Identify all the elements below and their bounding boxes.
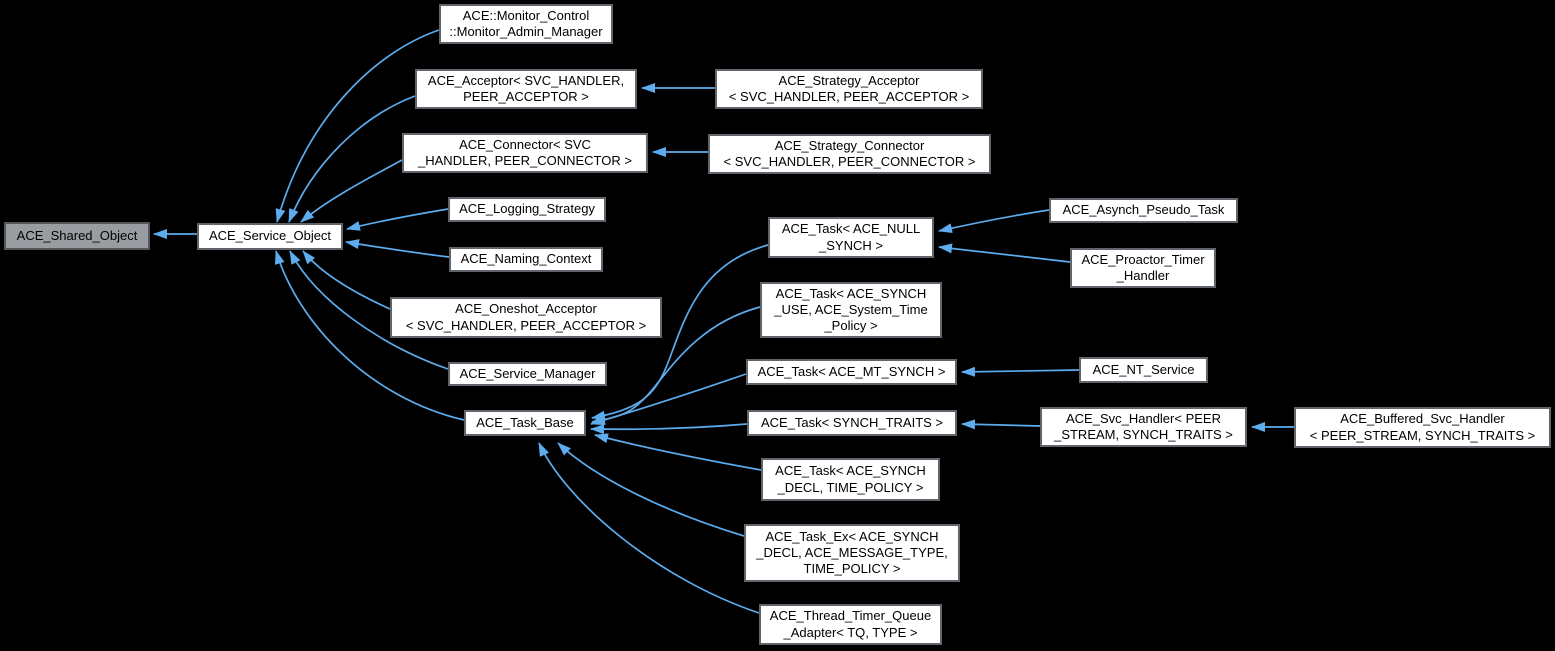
node-ace-buffered-svc-handler[interactable]: ACE_Buffered_Svc_Handler < PEER_STREAM, … xyxy=(1294,407,1551,448)
node-ace-connector[interactable]: ACE_Connector< SVC _HANDLER, PEER_CONNEC… xyxy=(402,133,648,173)
node-ace-proactor-timer-handler[interactable]: ACE_Proactor_Timer _Handler xyxy=(1070,248,1216,288)
edge-task-mt-synch-to-task-base xyxy=(590,373,747,426)
edge-task-synch-traits-to-task-base xyxy=(590,423,748,435)
node-ace-svc-handler[interactable]: ACE_Svc_Handler< PEER _STREAM, SYNCH_TRA… xyxy=(1040,407,1247,447)
node-ace-service-object[interactable]: ACE_Service_Object xyxy=(197,223,343,250)
edge-thread-timer-queue-adapter-to-task-base xyxy=(538,442,760,614)
edge-asynch-pseudo-task-to-task-null-synch xyxy=(938,209,1050,234)
node-ace-thread-timer-queue-adapter[interactable]: ACE_Thread_Timer_Queue _Adapter< TQ, TYP… xyxy=(759,604,942,645)
edge-logging-strategy-to-service-object xyxy=(346,208,449,231)
node-ace-task-synch-decl-time-policy[interactable]: ACE_Task< ACE_SYNCH _DECL, TIME_POLICY > xyxy=(761,458,940,501)
edge-oneshot-acceptor-to-service-object xyxy=(302,250,391,310)
node-ace-oneshot-acceptor[interactable]: ACE_Oneshot_Acceptor < SVC_HANDLER, PEER… xyxy=(390,297,662,338)
edge-naming-context-to-service-object xyxy=(345,239,450,258)
edge-task-synch-decl-to-task-base xyxy=(594,433,762,471)
node-ace-naming-context[interactable]: ACE_Naming_Context xyxy=(449,247,603,272)
node-ace-nt-service[interactable]: ACE_NT_Service xyxy=(1079,357,1208,383)
edge-connector-to-service-object xyxy=(300,159,403,223)
edge-acceptor-to-service-object xyxy=(288,95,416,223)
edge-task-ex-to-task-base xyxy=(557,442,745,537)
edge-svc-handler-to-task-synch-traits xyxy=(961,419,1041,430)
node-ace-task-base[interactable]: ACE_Task_Base xyxy=(464,410,586,436)
node-ace-strategy-connector[interactable]: ACE_Strategy_Connector < SVC_HANDLER, PE… xyxy=(708,134,991,174)
edge-proactor-timer-to-task-null-synch xyxy=(938,243,1071,263)
node-ace-monitor-admin-manager[interactable]: ACE::Monitor_Control ::Monitor_Admin_Man… xyxy=(439,4,613,44)
node-ace-logging-strategy[interactable]: ACE_Logging_Strategy xyxy=(448,197,606,222)
node-ace-service-manager[interactable]: ACE_Service_Manager xyxy=(448,362,607,386)
node-ace-strategy-acceptor[interactable]: ACE_Strategy_Acceptor < SVC_HANDLER, PEE… xyxy=(715,69,983,109)
node-ace-asynch-pseudo-task[interactable]: ACE_Asynch_Pseudo_Task xyxy=(1049,198,1238,223)
edge-task-null-synch-to-task-base xyxy=(591,244,769,421)
node-ace-task-synch-traits[interactable]: ACE_Task< SYNCH_TRAITS > xyxy=(747,410,957,436)
edge-task-base-to-service-object xyxy=(274,250,465,421)
node-ace-task-mt-synch[interactable]: ACE_Task< ACE_MT_SYNCH > xyxy=(746,359,957,385)
node-ace-task-synch-use-system-time-policy[interactable]: ACE_Task< ACE_SYNCH _USE, ACE_System_Tim… xyxy=(760,282,942,338)
node-ace-acceptor[interactable]: ACE_Acceptor< SVC_HANDLER, PEER_ACCEPTOR… xyxy=(415,69,637,109)
edge-nt-service-to-task-mt-synch xyxy=(961,366,1080,377)
node-ace-shared-object: ACE_Shared_Object xyxy=(4,222,150,250)
node-ace-task-null-synch[interactable]: ACE_Task< ACE_NULL _SYNCH > xyxy=(768,217,934,258)
node-ace-task-ex[interactable]: ACE_Task_Ex< ACE_SYNCH _DECL, ACE_MESSAG… xyxy=(744,524,960,582)
edge-monitor-to-service-object xyxy=(275,29,440,223)
edge-service-manager-to-service-object xyxy=(289,250,449,370)
